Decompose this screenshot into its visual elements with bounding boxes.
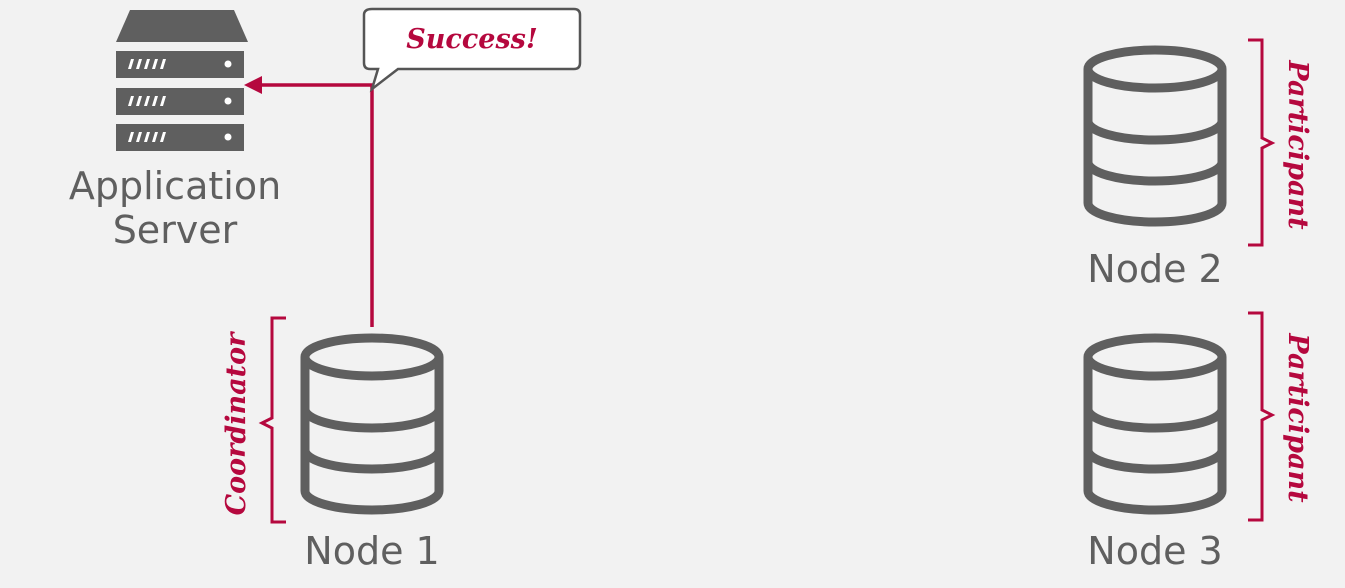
app-server-label: Application Server — [45, 164, 305, 252]
participant-brace — [1248, 38, 1276, 247]
participant-brace — [1248, 311, 1276, 522]
node-label: Node 1 — [304, 529, 440, 573]
participant-role-label: Participant — [1282, 333, 1313, 503]
database-icon — [1083, 333, 1227, 515]
node-label: Node 3 — [1087, 529, 1223, 573]
participant-role-label: Participant — [1282, 60, 1313, 230]
app-server-label-line2: Server — [112, 208, 238, 252]
coordinator-role-label: Coordinator — [221, 332, 252, 516]
speech-bubble — [362, 7, 582, 93]
node-label: Node 2 — [1087, 247, 1223, 291]
coordinator-brace — [258, 316, 286, 524]
database-icon — [300, 333, 444, 515]
database-icon — [1083, 45, 1227, 227]
success-message: Success! — [406, 24, 538, 55]
server-icon — [116, 10, 248, 151]
app-server-label-line1: Application — [68, 164, 282, 208]
